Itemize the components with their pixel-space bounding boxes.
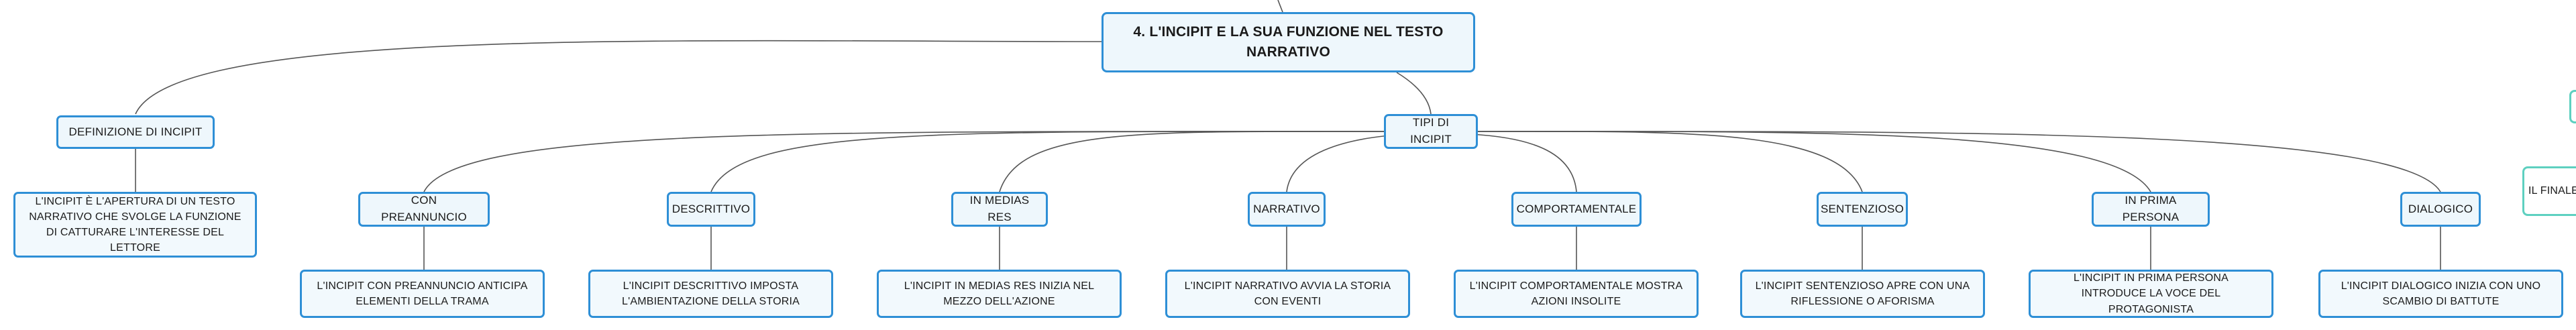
offscreen-node-il-finale[interactable]: IL FINALE [2522,166,2576,216]
type-comportamentale[interactable]: COMPORTAMENTALE [1511,192,1642,227]
desc-narrativo[interactable]: L'INCIPIT NARRATIVO AVVIA LA STORIA CON … [1165,270,1410,318]
type-label: DIALOGICO [2408,202,2473,215]
desc-text: L'INCIPIT SENTENZIOSO APRE CON UNA RIFLE… [1755,280,1970,307]
type-label: NARRATIVO [1253,202,1320,215]
offscreen-label: IL FINALE [2528,185,2576,197]
type-narrativo[interactable]: NARRATIVO [1248,192,1326,227]
offscreen-node-top[interactable] [2569,90,2576,123]
desc-text: L'INCIPIT IN PRIMA PERSONA INTRODUCE LA … [2073,272,2229,315]
type-label: SENTENZIOSO [1820,202,1904,215]
type-con-preannuncio[interactable]: CON PREANNUNCIO [358,192,490,227]
type-in-medias-res[interactable]: IN MEDIAS RES [951,192,1048,227]
type-label: IN MEDIAS RES [969,194,1030,223]
root-title: 4. L'INCIPIT E LA SUA FUNZIONE NEL TESTO… [1133,23,1444,60]
desc-text: L'INCIPIT DIALOGICO INIZIA CON UNO SCAMB… [2341,280,2541,307]
desc-text: L'INCIPIT DESCRITTIVO IMPOSTA L'AMBIENTA… [621,280,800,307]
definition-text: L'INCIPIT È L'APERTURA DI UN TESTO NARRA… [29,195,241,254]
type-dialogico[interactable]: DIALOGICO [2400,192,2481,227]
desc-text: L'INCIPIT IN MEDIAS RES INIZIA NEL MEZZO… [904,280,1095,307]
type-in-prima-persona[interactable]: IN PRIMA PERSONA [2092,192,2210,227]
desc-sentenzioso[interactable]: L'INCIPIT SENTENZIOSO APRE CON UNA RIFLE… [1740,270,1985,318]
definition-label: DEFINIZIONE DI INCIPIT [68,125,203,138]
desc-in-medias-res[interactable]: L'INCIPIT IN MEDIAS RES INIZIA NEL MEZZO… [877,270,1122,318]
desc-con-preannuncio[interactable]: L'INCIPIT CON PREANNUNCIO ANTICIPA ELEME… [300,270,545,318]
type-descrittivo[interactable]: DESCRITTIVO [667,192,755,227]
desc-dialogico[interactable]: L'INCIPIT DIALOGICO INIZIA CON UNO SCAMB… [2318,270,2563,318]
definition-node[interactable]: DEFINIZIONE DI INCIPIT [56,115,215,149]
types-node[interactable]: TIPI DI INCIPIT [1384,114,1478,149]
desc-text: L'INCIPIT NARRATIVO AVVIA LA STORIA CON … [1184,280,1391,307]
type-label: IN PRIMA PERSONA [2122,194,2180,223]
desc-descrittivo[interactable]: L'INCIPIT DESCRITTIVO IMPOSTA L'AMBIENTA… [588,270,833,318]
types-label: TIPI DI INCIPIT [1410,116,1452,146]
definition-text-node[interactable]: L'INCIPIT È L'APERTURA DI UN TESTO NARRA… [13,192,257,258]
desc-text: L'INCIPIT CON PREANNUNCIO ANTICIPA ELEME… [317,280,528,307]
desc-comportamentale[interactable]: L'INCIPIT COMPORTAMENTALE MOSTRA AZIONI … [1454,270,1699,318]
type-sentenzioso[interactable]: SENTENZIOSO [1817,192,1908,227]
desc-text: L'INCIPIT COMPORTAMENTALE MOSTRA AZIONI … [1469,280,1683,307]
type-label: DESCRITTIVO [672,202,751,215]
type-label: CON PREANNUNCIO [381,194,467,223]
desc-in-prima-persona[interactable]: L'INCIPIT IN PRIMA PERSONA INTRODUCE LA … [2029,270,2273,318]
type-label: COMPORTAMENTALE [1516,202,1637,215]
root-node[interactable]: 4. L'INCIPIT E LA SUA FUNZIONE NEL TESTO… [1102,12,1475,72]
